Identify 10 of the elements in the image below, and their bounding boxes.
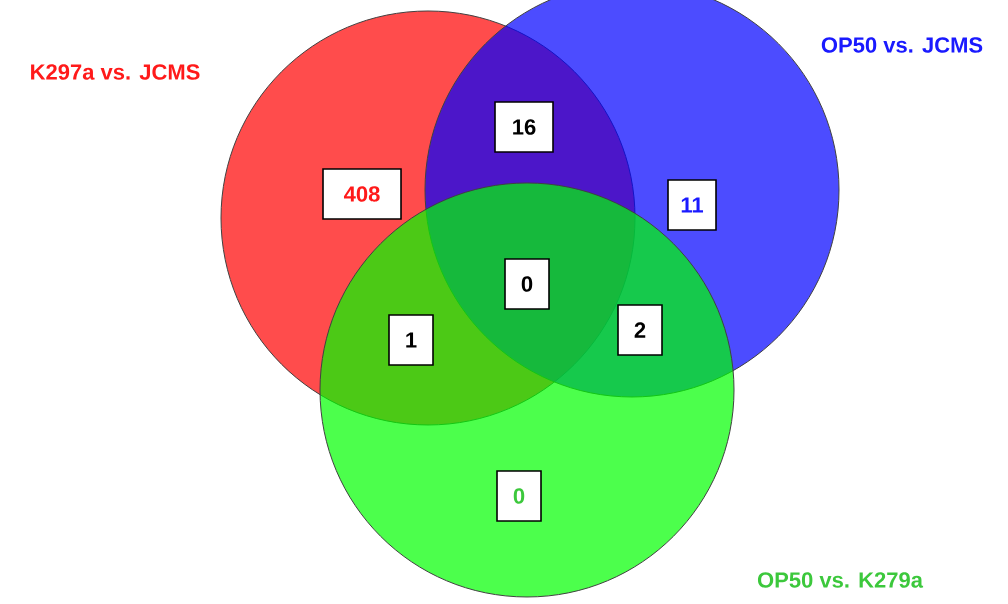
number-box: 16 bbox=[494, 101, 554, 153]
set-label: K297a vs. JCMS bbox=[31, 64, 200, 80]
number-box: 408 bbox=[322, 168, 402, 220]
number-box: 0 bbox=[504, 258, 550, 310]
number-box: 1 bbox=[388, 314, 434, 366]
set-label: OP50 vs. JCMS bbox=[821, 37, 983, 53]
number-box: 2 bbox=[617, 304, 663, 356]
number-box: 11 bbox=[667, 179, 717, 231]
number-box: 0 bbox=[496, 470, 542, 522]
set-label: OP50 vs. K279a bbox=[757, 572, 924, 588]
